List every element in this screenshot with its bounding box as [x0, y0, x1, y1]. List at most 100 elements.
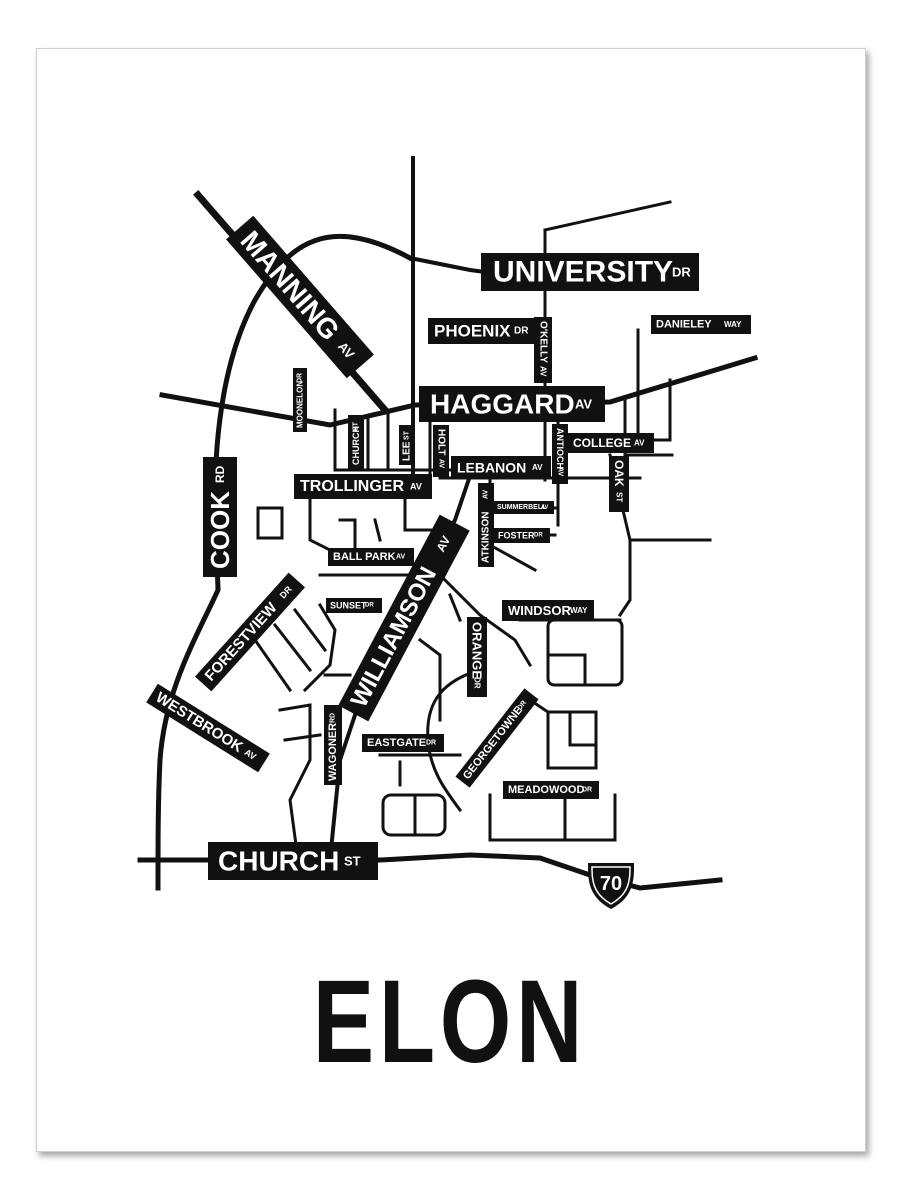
sign-phoenix-dr: PHOENIX DR	[428, 318, 540, 344]
sign-trollinger-av: TROLLINGER AV	[294, 474, 432, 499]
road-loop-west	[256, 506, 284, 540]
svg-text:ORANGE: ORANGE	[470, 622, 485, 679]
road-meadowood-inner	[568, 710, 598, 747]
svg-text:DR: DR	[516, 699, 528, 711]
road-westbrook-side	[278, 703, 312, 862]
road-forestview-3	[292, 607, 328, 653]
svg-text:WILLIAMSON: WILLIAMSON	[346, 563, 442, 712]
svg-text:ATKINSON: ATKINSON	[481, 512, 492, 563]
sign-holt-av: HOLT AV	[433, 425, 449, 477]
road-east-loop	[623, 398, 674, 457]
svg-text:PHOENIX: PHOENIX	[434, 322, 511, 341]
svg-text:SUNSET: SUNSET	[330, 601, 367, 611]
road-sunset	[302, 602, 337, 693]
sign-church-st-small: CHURCH ST	[348, 415, 364, 469]
svg-text:FOSTER: FOSTER	[498, 531, 535, 541]
sign-university-dr: UNIVERSITY DR	[481, 253, 699, 291]
sign-lee-st: LEE ST	[399, 425, 415, 465]
svg-text:ST: ST	[404, 430, 411, 440]
svg-text:DR: DR	[473, 677, 482, 689]
svg-text:CHURCH: CHURCH	[351, 426, 361, 465]
sign-antioch-av: ANTIOCH AV	[552, 424, 568, 484]
sign-eastgate-dr: EASTGATE DR	[362, 734, 444, 752]
road-orange-3	[417, 637, 442, 722]
svg-text:AV: AV	[557, 467, 564, 477]
svg-text:LEBANON: LEBANON	[457, 460, 526, 476]
highway-number: 70	[600, 873, 622, 895]
svg-text:ST: ST	[615, 492, 624, 502]
sign-lebanon-av: LEBANON AV	[451, 456, 551, 479]
sign-oak-st: OAK ST	[609, 456, 629, 512]
svg-text:CHURCH: CHURCH	[218, 846, 339, 877]
sign-williamson-av: WILLIAMSON AV	[338, 514, 470, 722]
svg-text:UNIVERSITY: UNIVERSITY	[493, 256, 673, 289]
road-church-st	[137, 852, 723, 891]
road-grid-1	[333, 408, 482, 472]
svg-text:HOLT: HOLT	[436, 429, 447, 455]
sign-sunset-dr: SUNSET DR	[326, 598, 382, 613]
sign-atkinson-av: ATKINSON AV	[478, 483, 494, 567]
svg-text:ST: ST	[353, 421, 360, 431]
svg-text:DANIELEY: DANIELEY	[656, 319, 712, 331]
svg-text:GEORGETOWNE: GEORGETOWNE	[461, 704, 525, 782]
sign-danieley-way: DANIELEY WAY	[651, 315, 751, 334]
road-westbrook-side-2	[283, 733, 322, 742]
sign-orange-dr: ORANGE DR	[467, 617, 487, 697]
road-forestview-2	[272, 622, 313, 673]
svg-text:AV: AV	[483, 489, 490, 499]
svg-text:COOK: COOK	[205, 491, 235, 569]
sign-meadowood-dr: MEADOWOOD DR	[503, 781, 599, 799]
svg-text:DR: DR	[365, 603, 374, 609]
svg-text:DR: DR	[297, 373, 304, 383]
svg-text:SUMMERBELL: SUMMERBELL	[497, 504, 547, 511]
sign-cook-rd: COOK RD	[203, 457, 237, 577]
svg-text:DR: DR	[426, 740, 436, 747]
road-forestview-1	[252, 637, 293, 693]
svg-text:ST: ST	[344, 854, 361, 869]
svg-text:AV: AV	[438, 459, 445, 469]
sign-ballpark-av: BALL PARK AV	[328, 548, 414, 566]
svg-text:TROLLINGER: TROLLINGER	[300, 478, 404, 495]
svg-text:AV: AV	[532, 463, 543, 472]
svg-text:WAY: WAY	[570, 606, 588, 615]
road-north-2	[543, 200, 672, 232]
sign-church-st-main: CHURCH ST	[208, 842, 378, 880]
svg-text:DR: DR	[672, 265, 691, 280]
svg-text:OAK: OAK	[612, 460, 626, 487]
road-meadowood-loop	[546, 710, 598, 770]
road-orange-1	[437, 572, 533, 668]
sign-georgetowne-dr: GEORGETOWNE DR	[455, 688, 539, 788]
svg-text:LEE: LEE	[402, 441, 413, 461]
road-orange-2	[448, 593, 462, 622]
road-ballpark-2	[373, 518, 382, 542]
sign-moonelon-dr: MOONELON DR	[293, 368, 307, 432]
svg-text:AV: AV	[396, 554, 406, 561]
sign-haggard-av: HAGGARD AV	[419, 386, 605, 422]
svg-text:DR: DR	[534, 533, 543, 539]
sign-college-av: COLLEGE AV	[568, 433, 654, 453]
svg-text:RD: RD	[330, 713, 337, 723]
svg-text:ANTIOCH: ANTIOCH	[555, 428, 565, 469]
svg-text:BALL PARK: BALL PARK	[333, 551, 396, 563]
road-atkinson	[488, 478, 538, 573]
svg-text:WINDSOR: WINDSOR	[508, 603, 571, 618]
road-windsor-inner	[546, 653, 587, 687]
sign-wagoner-rd: WAGONER RD	[324, 705, 342, 785]
road-meadowood-south	[488, 793, 617, 842]
sign-windsor-way: WINDSOR WAY	[502, 600, 594, 621]
svg-text:WAY: WAY	[724, 320, 742, 329]
svg-text:HAGGARD: HAGGARD	[430, 389, 575, 420]
city-title: ELON	[312, 956, 588, 1088]
svg-text:DR: DR	[514, 326, 529, 337]
sign-okelly-av: O'KELLY AV	[534, 317, 552, 383]
svg-text:DR: DR	[582, 787, 592, 794]
svg-text:AV: AV	[575, 397, 592, 412]
road-university-dr	[407, 255, 488, 275]
svg-text:O'KELLY: O'KELLY	[538, 321, 549, 363]
svg-text:EASTGATE: EASTGATE	[367, 737, 426, 749]
svg-text:AV: AV	[433, 534, 453, 555]
svg-text:MANNING: MANNING	[235, 225, 346, 346]
svg-text:FORESTVIEW: FORESTVIEW	[202, 599, 282, 685]
svg-text:MEADOWOOD: MEADOWOOD	[508, 784, 584, 796]
